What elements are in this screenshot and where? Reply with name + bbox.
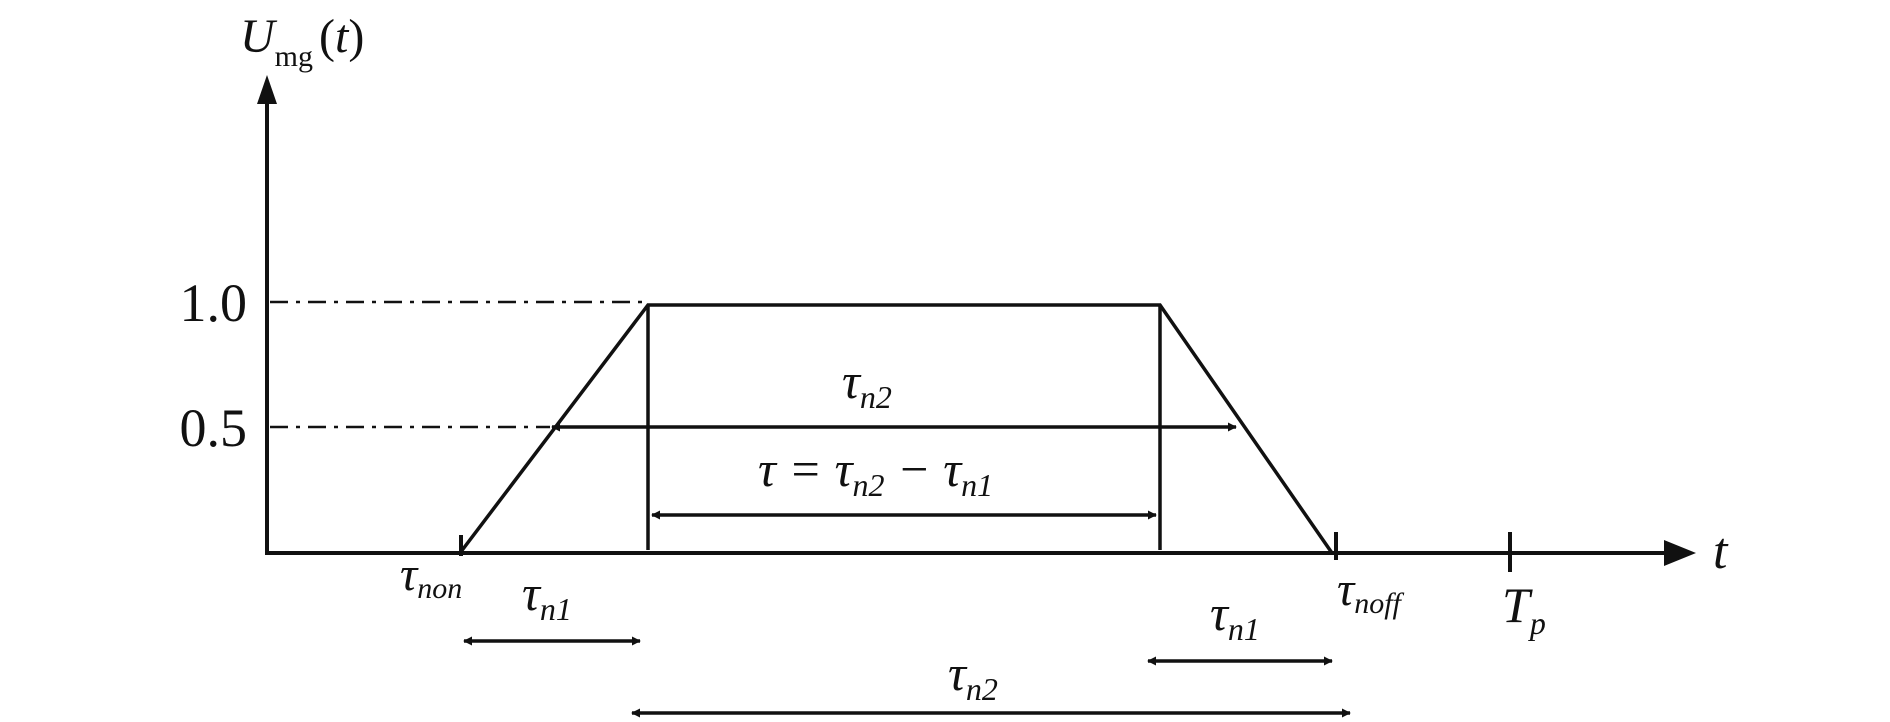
x-axis-arrowhead: [1664, 540, 1696, 566]
y-tick-0-5: 0.5: [180, 398, 248, 458]
label-span-upper: τn2: [842, 353, 892, 415]
label-span-middle: τ = τn2 − τn1: [758, 441, 993, 503]
y-axis-label: Umg(t): [240, 10, 364, 73]
y-tick-1-0: 1.0: [180, 273, 248, 333]
label-tau-noff: τnoff: [1337, 563, 1405, 620]
label-span-fall: τn1: [1210, 585, 1260, 647]
label-span-rise: τn1: [522, 565, 572, 627]
label-tau-non: τnon: [400, 548, 462, 605]
x-axis-label: t: [1713, 523, 1729, 580]
label-tp: Tp: [1502, 577, 1546, 641]
label-span-lower: τn2: [948, 645, 998, 707]
y-axis-arrowhead: [257, 75, 277, 104]
